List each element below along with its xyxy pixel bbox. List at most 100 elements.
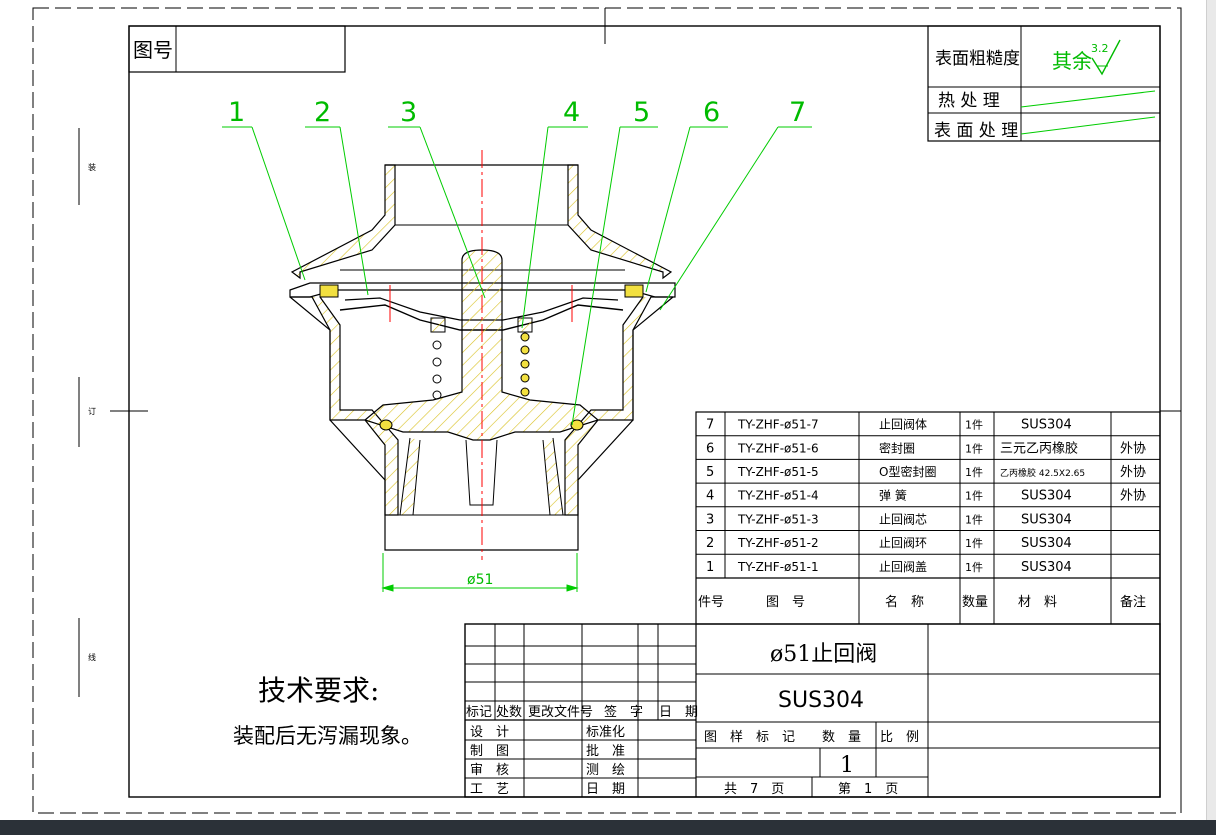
bom-cell-material: SUS304 <box>1021 512 1072 527</box>
margin-label-mid: 订 <box>88 406 96 416</box>
label-approve: 批 准 <box>586 744 625 759</box>
bom-cell-no: 5 <box>706 465 714 480</box>
bom-cell-code: TY-ZHF-ø51-1 <box>737 560 819 574</box>
roughness-symbol-icon <box>1091 39 1121 76</box>
title-block <box>464 623 1161 798</box>
bom-cell-code: TY-ZHF-ø51-3 <box>737 512 819 526</box>
bom-header-qty: 数量 <box>962 595 988 610</box>
bom-cell-note: 外协 <box>1120 441 1146 456</box>
status-bar <box>0 820 1216 835</box>
total-sheets: 共 7 页 <box>724 782 784 797</box>
revision-labels: 标记 处数 更改文件号 签 字 日 期 设 计 标准化 制 图 批 准 审 核 … <box>466 704 919 797</box>
leader-lines <box>222 126 812 426</box>
bom-cell-material: SUS304 <box>1021 536 1072 551</box>
vertical-scrollbar[interactable] <box>1206 0 1216 820</box>
spring-coils-right <box>520 332 530 397</box>
roughness-other-label: 其余 <box>1052 49 1092 73</box>
label-revision-date: 日 期 <box>659 705 698 720</box>
bom-cell-material: SUS304 <box>1021 560 1072 575</box>
label-revision-mark: 标记 <box>466 705 492 720</box>
bom-cell-name: 弹 簧 <box>879 488 907 503</box>
bom-cell-qty: 1件 <box>965 513 983 526</box>
bom-cell-material: SUS304 <box>1021 489 1072 504</box>
bom-cell-name: 止回阀环 <box>879 536 927 550</box>
bom-cell-qty: 1件 <box>965 466 983 479</box>
bom-header: 件号 图 号 名 称 数量 材 料 备注 <box>698 594 1146 610</box>
bom-cell-no: 1 <box>706 560 714 575</box>
bom-cell-note: 外协 <box>1120 489 1146 504</box>
label-drawing-mark: 图 样 标 记 <box>704 730 795 745</box>
quantity-value: 1 <box>840 753 854 778</box>
part-material: SUS304 <box>778 688 864 713</box>
tech-requirements-title: 技术要求: <box>258 674 379 707</box>
part-balloons: 1 2 3 4 5 6 7 <box>228 97 806 128</box>
label-revision-doc: 更改文件号 <box>528 705 593 720</box>
balloon-5: 5 <box>633 97 650 128</box>
heat-treatment-label: 热 处 理 <box>938 91 1000 111</box>
bom-cell-name: 止回阀芯 <box>879 512 927 526</box>
roughness-box: 表面粗糙度 其余 3.2 热 处 理 表 面 处 理 <box>927 25 1161 142</box>
balloon-1: 1 <box>228 97 245 128</box>
sheet-number: 第 1 页 <box>838 782 898 797</box>
label-quantity: 数 量 <box>822 730 861 745</box>
bom-cell-material: 三元乙丙橡胶 <box>1000 440 1078 456</box>
bom-cell-no: 2 <box>706 536 714 551</box>
margin-label-bottom: 线 <box>88 652 96 662</box>
bom-cell-no: 4 <box>706 489 714 504</box>
label-drawn: 制 图 <box>470 744 509 759</box>
bom-header-code: 图 号 <box>766 595 805 610</box>
bom-header-no: 件号 <box>698 595 724 610</box>
bom-cell-no: 3 <box>706 512 714 527</box>
bom-cell-name: 止回阀盖 <box>879 560 927 574</box>
bom-cell-note: 外协 <box>1120 465 1146 480</box>
bom-cell-material: 乙丙橡胶 42.5X2.65 <box>1000 467 1085 479</box>
balloon-3: 3 <box>400 97 417 128</box>
bom-header-name: 名 称 <box>885 594 924 610</box>
label-standard: 标准化 <box>586 725 625 740</box>
bom-rows: 7 TY-ZHF-ø51-7 止回阀体 1件 SUS304 6 TY-ZHF-ø51-6 密封… <box>696 418 1160 575</box>
label-process: 工 艺 <box>470 782 509 797</box>
surface-treatment-label: 表 面 处 理 <box>934 121 1018 141</box>
bom-cell-qty: 1件 <box>965 490 983 503</box>
dimension-value: ø51 <box>467 572 493 588</box>
bom-cell-code: TY-ZHF-ø51-6 <box>737 441 819 455</box>
bom-cell-qty: 1件 <box>965 442 983 455</box>
bom-cell-qty: 1件 <box>965 561 983 574</box>
label-revision-count: 处数 <box>496 705 522 720</box>
bom-cell-qty: 1件 <box>965 537 983 550</box>
bom-cell-no: 7 <box>706 418 714 433</box>
label-scale: 比 例 <box>880 730 919 745</box>
drawing-number-label: 图号 <box>133 38 173 62</box>
balloon-7: 7 <box>789 97 806 128</box>
bom-cell-name: O型密封圈 <box>879 464 936 479</box>
valve-section-view <box>289 150 676 560</box>
label-design: 设 计 <box>470 725 509 740</box>
balloon-6: 6 <box>703 97 720 128</box>
balloon-4: 4 <box>563 97 580 128</box>
bom-table <box>695 411 1161 625</box>
bom-cell-code: TY-ZHF-ø51-2 <box>737 536 819 550</box>
bom-header-material: 材 料 <box>1018 595 1057 610</box>
tech-requirements-text: 装配后无泻漏现象。 <box>233 724 422 748</box>
roughness-value: 3.2 <box>1091 42 1109 55</box>
label-review: 审 核 <box>470 763 509 778</box>
bom-cell-qty: 1件 <box>965 419 983 432</box>
bom-header-note: 备注 <box>1120 594 1146 610</box>
part-name: ø51止回阀 <box>770 642 877 667</box>
label-date: 日 期 <box>586 782 625 797</box>
balloon-2: 2 <box>314 97 331 128</box>
bom-cell-code: TY-ZHF-ø51-4 <box>737 489 819 503</box>
bom-cell-material: SUS304 <box>1021 418 1072 433</box>
drawing-number-box: 图号 <box>128 25 346 73</box>
margin-label-top: 装 <box>88 162 96 172</box>
dimension-diameter <box>381 553 579 592</box>
bom-cell-no: 6 <box>706 441 714 456</box>
spring-coils-left <box>432 340 442 400</box>
bom-cell-name: 密封圈 <box>879 440 915 455</box>
bom-cell-code: TY-ZHF-ø51-7 <box>737 418 819 432</box>
roughness-label: 表面粗糙度 <box>935 49 1020 69</box>
label-survey: 测 绘 <box>586 763 625 778</box>
label-revision-sign: 签 字 <box>604 704 643 720</box>
bom-cell-name: 止回阀体 <box>879 418 927 432</box>
